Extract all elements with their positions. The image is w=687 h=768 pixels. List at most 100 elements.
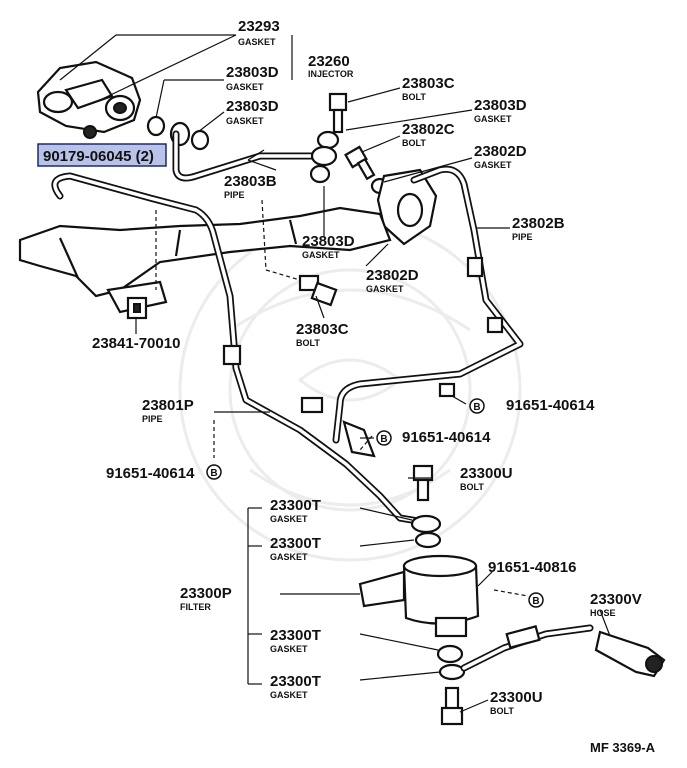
svg-text:B: B: [532, 596, 539, 607]
part-name: GASKET: [474, 160, 512, 170]
part-name: PIPE: [512, 232, 533, 242]
svg-text:B: B: [380, 434, 387, 445]
part-number: 23300U: [460, 465, 513, 482]
part-number: 23300V: [590, 591, 642, 608]
part-name: GASKET: [270, 552, 308, 562]
part-name: PIPE: [142, 414, 163, 424]
part-name: BOLT: [490, 706, 514, 716]
part-number: 23803C: [296, 321, 349, 338]
diagram-code: MF 3369-A: [590, 740, 656, 755]
part-number: 91651-40614: [106, 465, 195, 482]
part-number: 23802C: [402, 121, 455, 138]
callout-23841: 23841-70010: [92, 335, 180, 352]
part-number: 23803D: [474, 97, 527, 114]
union-bolt-upper: [309, 92, 348, 184]
part-number: 91651-40614: [402, 429, 491, 446]
part-number: 23803B: [224, 173, 277, 190]
callout-91651-c: 91651-40614: [106, 465, 195, 482]
part-number: 23802D: [366, 267, 419, 284]
svg-text:B: B: [473, 402, 480, 413]
part-name: BOLT: [296, 338, 320, 348]
callout-91651-a: 91651-40614: [506, 397, 595, 414]
part-name: INJECTOR: [308, 69, 354, 79]
b-marker: B: [206, 464, 222, 480]
part-number: 23300T: [270, 535, 321, 552]
part-number: 23300T: [270, 673, 321, 690]
b-marker: B: [528, 592, 544, 608]
b-marker: B: [469, 398, 485, 414]
callout-91651-40816: 91651-40816: [488, 559, 576, 576]
part-number: 23300U: [490, 689, 543, 706]
b-markers: B B B B: [206, 398, 544, 608]
part-name: GASKET: [270, 690, 308, 700]
engine-manifold: [18, 206, 392, 298]
part-number: 23803C: [402, 75, 455, 92]
part-number: 23803D: [302, 233, 355, 250]
part-name: HOSE: [590, 608, 616, 618]
part-number: 23802B: [512, 215, 565, 232]
b-marker: B: [376, 430, 392, 446]
callout-91651-b: 91651-40614: [402, 429, 491, 446]
part-name: BOLT: [460, 482, 484, 492]
part-number: 23260: [308, 53, 350, 70]
dashed-guides: [155, 199, 529, 597]
pipe-bracket: [222, 344, 242, 366]
part-number: 23293: [238, 18, 280, 35]
part-number: 23841-70010: [92, 335, 180, 352]
highlighted-part-callout[interactable]: 90179-06045 (2): [37, 143, 167, 167]
highlighted-part-number: 90179-06045 (2): [43, 148, 154, 165]
pipe-bracket: [300, 396, 324, 414]
part-number: 23802D: [474, 143, 527, 160]
part-name: GASKET: [226, 116, 264, 126]
pipe-bracket: [486, 316, 504, 334]
pipe-bracket: [466, 256, 484, 278]
part-name: GASKET: [226, 82, 264, 92]
svg-text:B: B: [210, 468, 217, 479]
part-number: 91651-40816: [488, 559, 576, 576]
clamp-23841: [106, 280, 168, 320]
pipe-bracket: [438, 382, 456, 398]
part-number: 23300P: [180, 585, 232, 602]
part-name: GASKET: [302, 250, 340, 260]
bolt-lower-23803c: [298, 274, 338, 307]
injector-part: [36, 60, 142, 139]
part-name: GASKET: [270, 644, 308, 654]
part-name: BOLT: [402, 92, 426, 102]
hose-fitting: [505, 625, 666, 678]
part-name: GASKET: [238, 37, 276, 47]
part-name: BOLT: [402, 138, 426, 148]
part-number: 23803D: [226, 98, 279, 115]
part-name: GASKET: [270, 514, 308, 524]
part-name: GASKET: [366, 284, 404, 294]
part-number: 23300T: [270, 627, 321, 644]
leader-lines: [59, 34, 611, 713]
part-number: 91651-40614: [506, 397, 595, 414]
part-name: GASKET: [474, 114, 512, 124]
part-number: 23300T: [270, 497, 321, 514]
part-name: FILTER: [180, 602, 211, 612]
part-name: PIPE: [224, 190, 245, 200]
